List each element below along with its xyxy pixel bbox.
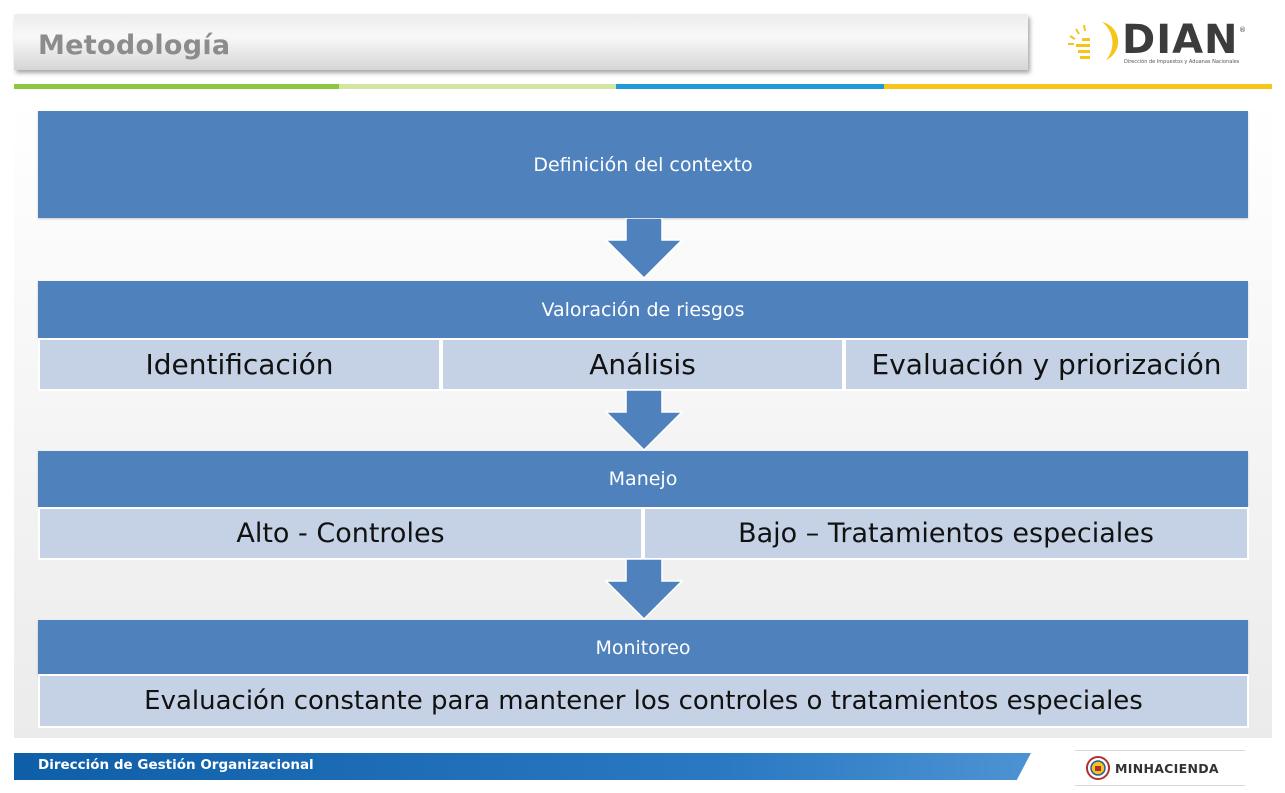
stripe-green xyxy=(14,84,339,89)
footer-bar xyxy=(14,753,1031,780)
stripe-light-green xyxy=(339,84,616,89)
stage-band-context: Definición del contexto xyxy=(38,111,1248,218)
down-arrow-icon xyxy=(604,218,684,280)
stage-band-risk-assessment: Valoración de riesgos xyxy=(38,281,1248,338)
item-bajo-tratamientos: Bajo – Tratamientos especiales xyxy=(643,507,1249,560)
stage-label: Valoración de riesgos xyxy=(541,298,745,321)
dian-logo: DIAN ® Dirección de Impuestos y Aduanas … xyxy=(1062,14,1248,70)
stage-items-monitoring: Evaluación constante para mantener los c… xyxy=(38,674,1249,728)
footer-department: Dirección de Gestión Organizacional xyxy=(38,757,314,773)
stage-label: Manejo xyxy=(608,468,678,490)
stage-label: Monitoreo xyxy=(595,636,691,659)
ministry-logo: MINHACIENDA xyxy=(1075,750,1245,786)
ministry-name: MINHACIENDA xyxy=(1115,761,1219,776)
coat-of-arms-icon xyxy=(1086,756,1110,780)
sun-icon xyxy=(1068,18,1122,67)
item-analisis: Análisis xyxy=(441,338,844,391)
logo-subtitle: Dirección de Impuestos y Aduanas Naciona… xyxy=(1124,59,1240,65)
stage-label: Definición del contexto xyxy=(533,153,753,176)
stage-band-management: Manejo xyxy=(38,451,1248,507)
stripe-yellow xyxy=(884,84,1272,89)
stage-items-risk-assessment: Identificación Análisis Evaluación y pri… xyxy=(38,338,1249,391)
item-evaluacion-constante: Evaluación constante para mantener los c… xyxy=(38,674,1249,728)
item-alto-controles: Alto - Controles xyxy=(38,507,643,560)
header-bar xyxy=(14,14,1028,70)
item-identificacion: Identificación xyxy=(38,338,441,391)
down-arrow-icon xyxy=(604,390,684,452)
stage-band-monitoring: Monitoreo xyxy=(38,620,1248,675)
page-title: Metodología xyxy=(38,30,231,61)
logo-text: DIAN xyxy=(1122,17,1239,63)
down-arrow-icon xyxy=(604,559,684,621)
stripe-blue xyxy=(616,84,884,89)
item-evaluacion-priorizacion: Evaluación y priorización xyxy=(844,338,1249,391)
logo-registered-mark: ® xyxy=(1239,26,1246,34)
stage-items-management: Alto - Controles Bajo – Tratamientos esp… xyxy=(38,507,1249,560)
